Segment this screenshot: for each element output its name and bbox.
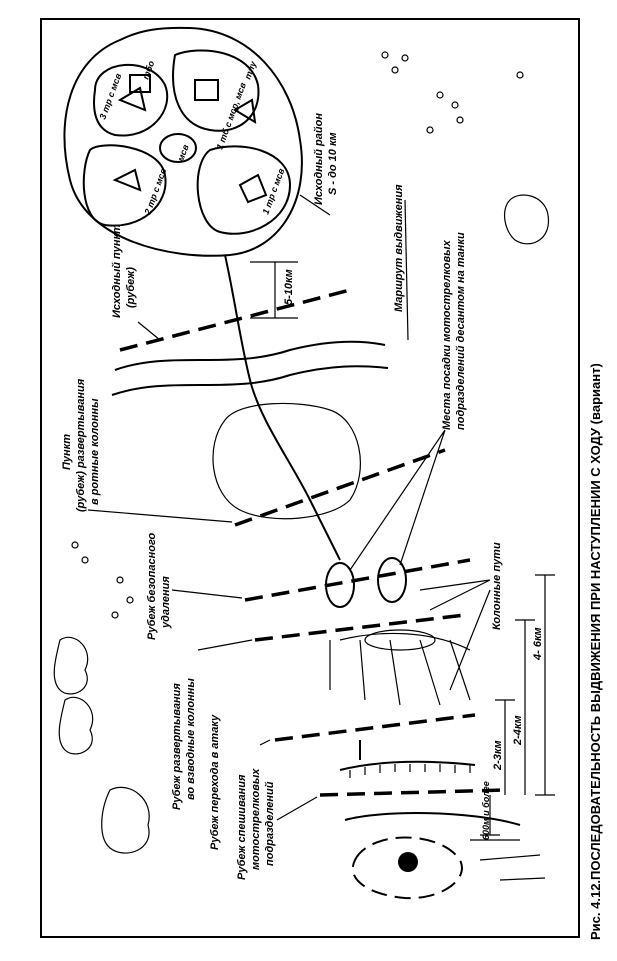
column-route-branches: [329, 639, 471, 706]
safe-distance-line: [244, 558, 471, 602]
leader-start-area: [299, 194, 331, 216]
label-dismount-1: Рубеж спешивания: [236, 774, 248, 880]
column-route-marsh: [364, 629, 436, 651]
dim-4-6: [535, 574, 555, 796]
dim-2-4: [515, 619, 535, 795]
label-start-point-2: (рубеж): [125, 267, 137, 308]
enemy-trench-front: [339, 760, 476, 771]
company-deploy-line: [234, 448, 446, 527]
leader-deploy-company: [87, 509, 233, 523]
leader-start-point: [137, 321, 161, 341]
enemy-center-dot: [398, 852, 418, 872]
label-dismount-2: мотострелковых: [250, 768, 262, 870]
terrain-marks-top: [381, 51, 550, 245]
label-column-routes: Колонные пути: [491, 542, 503, 630]
leader-deploy-platoon: [197, 639, 253, 651]
dist-5-10: 5-10км: [283, 269, 295, 305]
label-start-area-2: S - до 10 км: [327, 132, 339, 195]
platoon-deploy-line: [254, 613, 466, 642]
forest: [212, 402, 361, 520]
label-safe-distance-1: Рубеж безопасного: [146, 532, 158, 640]
enemy-position-1: [344, 812, 521, 826]
label-start-point-1: Исходный пункт: [111, 224, 123, 318]
dist-4-6: 4- 6км: [532, 627, 544, 661]
label-deploy-company-3: в ротные колонны: [89, 398, 101, 505]
label-attack-line: Рубеж перехода в атаку: [209, 714, 221, 850]
dist-600: 600м и более: [481, 781, 491, 840]
attack-line: [274, 713, 476, 742]
leader-dismount: [276, 796, 318, 821]
leader-landing: [349, 429, 446, 571]
leader-column-routes: [419, 579, 491, 691]
enemy-trench-ticks: [349, 764, 471, 778]
label-deploy-platoon-2: во взводные колонны: [185, 678, 197, 800]
figure-caption: Рис. 4.12.ПОСЛЕДОВАТЕЛЬНОСТЬ ВЫДВИЖЕНИЯ …: [588, 363, 603, 940]
label-deploy-company-2: (рубеж) развертывания: [75, 378, 87, 512]
label-safe-distance-2: удаления: [160, 576, 172, 629]
leader-attack: [259, 739, 271, 746]
enemy-trench-marks: [470, 839, 546, 881]
landing-place-1: [325, 562, 355, 608]
landing-place-2: [377, 557, 407, 603]
dist-2-3: 2-3км: [492, 740, 504, 771]
dist-2-4: 2-4км: [512, 715, 524, 746]
dim-5-10: [250, 261, 298, 319]
terrain-marks-left: [53, 541, 150, 854]
label-dismount-3: подразделений: [264, 781, 276, 866]
label-deploy-platoon-1: Рубеж развертывания: [171, 683, 183, 810]
column-routes-curve: [339, 632, 471, 651]
enemy-strongpoint: [352, 836, 463, 900]
label-deploy-company-1: Пункт: [61, 434, 73, 470]
dim-2-3: [495, 699, 515, 795]
leader-route: [404, 199, 409, 341]
start-point-line: [119, 288, 351, 352]
label-landing-1: Места посадки мотострелковых: [441, 239, 453, 430]
river: [111, 340, 389, 396]
label-route: Маршрут выдвижения: [393, 184, 405, 312]
diagram-frame: [40, 18, 580, 938]
dismount-line: [319, 788, 506, 797]
movement-route: [224, 254, 341, 561]
dim-600: [480, 795, 500, 836]
leader-safe-distance: [171, 589, 243, 599]
label-landing-2: подразделений десантом на танки: [455, 232, 467, 430]
label-start-area-1: Исходный район: [313, 113, 325, 205]
